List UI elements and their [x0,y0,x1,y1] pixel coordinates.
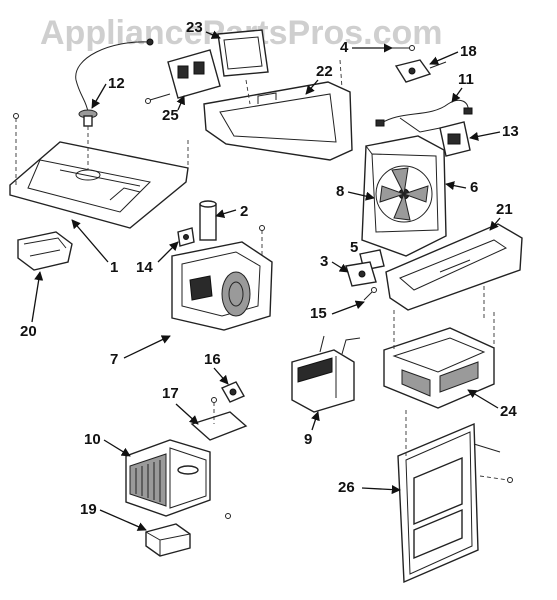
callout-label-13: 13 [502,123,519,140]
callout-3: 3 [320,253,349,273]
callout-label-14: 14 [136,259,153,276]
callout-22: 22 [305,63,333,95]
part-20-bracket[interactable] [17,231,73,271]
callout-23: 23 [186,19,221,39]
part-7-stirrer-assembly[interactable] [171,225,273,331]
part-25-switch-assembly[interactable] [145,49,221,104]
callout-25: 25 [162,95,185,124]
part-11-wire-harness[interactable] [375,99,473,133]
callout-label-23: 23 [186,19,203,36]
part-17-mounting-plate[interactable] [190,397,248,441]
callout-26: 26 [338,479,401,496]
part-4-screw[interactable] [392,45,415,51]
callout-12: 12 [91,75,125,109]
callout-label-20: 20 [20,323,37,340]
part-3-thermal-cutoff[interactable] [345,261,377,287]
part-2-motor[interactable] [199,200,217,241]
callout-7: 7 [110,335,171,368]
callout-label-24: 24 [500,403,517,420]
callout-19: 19 [80,501,147,531]
callout-18: 18 [429,43,477,65]
callout-label-6: 6 [470,179,478,196]
callout-15: 15 [310,300,365,322]
part-26-door-panel[interactable] [397,410,513,584]
callout-label-12: 12 [108,75,125,92]
callout-label-9: 9 [304,431,312,448]
callout-5: 5 [350,239,358,256]
callout-11: 11 [451,71,474,103]
callout-14: 14 [136,241,179,276]
part-14-thermistor[interactable] [177,227,195,247]
part-13-switch[interactable] [439,121,471,157]
callout-17: 17 [162,385,199,425]
part-1-base-plate[interactable] [9,113,189,229]
callout-label-18: 18 [460,43,477,60]
callout-label-10: 10 [84,431,101,448]
callout-24: 24 [467,389,517,420]
callout-label-5: 5 [350,239,358,256]
callout-label-17: 17 [162,385,179,402]
part-15-screw[interactable] [363,287,377,301]
callout-label-22: 22 [316,63,333,80]
callout-label-19: 19 [80,501,97,518]
callout-label-4: 4 [340,39,349,56]
callout-label-26: 26 [338,479,355,496]
callout-label-7: 7 [110,351,118,368]
callout-16: 16 [204,351,229,385]
callout-21: 21 [489,201,513,231]
callout-label-11: 11 [458,71,474,88]
callout-label-2: 2 [240,203,248,220]
part-18-thermal-fuse[interactable] [394,59,447,83]
callout-label-8: 8 [336,183,344,200]
callout-8: 8 [336,183,375,201]
callout-2: 2 [215,203,248,220]
part-22-control-bracket[interactable] [203,59,353,161]
part-10-magnetron[interactable] [125,439,231,519]
callout-label-21: 21 [496,201,513,218]
part-24-tray[interactable] [383,310,495,409]
part-19-capacitor[interactable] [145,523,191,557]
part-16-thermostat[interactable] [221,381,245,403]
part-12-cord-grommet[interactable] [75,38,154,127]
part-9-transformer[interactable] [291,335,361,413]
part-8-fan-blade[interactable] [375,165,433,223]
part-23-cover[interactable] [217,29,269,77]
callout-13: 13 [469,123,519,141]
callout-6: 6 [445,179,478,196]
callout-label-1: 1 [110,259,118,276]
callout-label-16: 16 [204,351,221,368]
callout-9: 9 [304,411,320,448]
callout-20: 20 [20,271,44,340]
callout-label-3: 3 [320,253,328,270]
callout-label-25: 25 [162,107,179,124]
callout-10: 10 [84,431,131,457]
callout-4: 4 [340,39,393,56]
callout-label-15: 15 [310,305,327,322]
callout-1: 1 [71,219,118,276]
